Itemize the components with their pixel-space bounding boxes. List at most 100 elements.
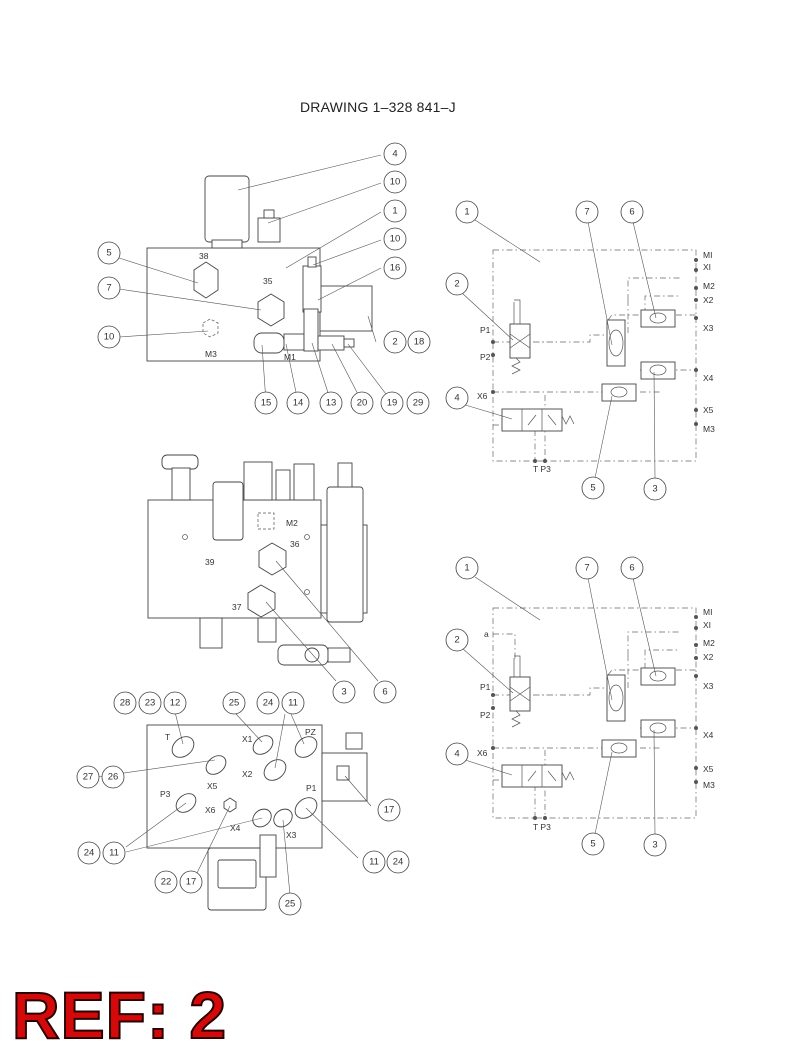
- svg-text:26: 26: [108, 772, 119, 783]
- port-label-t: T: [165, 732, 170, 742]
- svg-text:1: 1: [464, 563, 469, 574]
- valve-5-top: [601, 383, 637, 402]
- top-view-assembly: 38 35 M3 M1 4 10 1 10 16 5 7 10 2 18 15 …: [97, 142, 431, 415]
- callout-12: 12: [163, 691, 187, 715]
- svg-text:2: 2: [392, 337, 397, 348]
- fitting-stack-d: [293, 463, 315, 501]
- fitting-20: [317, 335, 345, 351]
- sch-top-x3: X3: [703, 323, 714, 333]
- sch-bot-p1: P1: [480, 682, 491, 692]
- coil-cap: [263, 209, 275, 219]
- sch-bot-callout-3: 3: [643, 833, 667, 857]
- svg-text:7: 7: [106, 283, 111, 294]
- valve-3-top: [640, 361, 676, 380]
- callout-25b: 25: [278, 892, 302, 916]
- svg-text:5: 5: [590, 483, 595, 494]
- port-fitting-17: [336, 765, 350, 781]
- coil-nut: [257, 217, 281, 243]
- sch-bot-x1: XI: [703, 620, 711, 630]
- port-label-39: 39: [205, 557, 215, 567]
- schematic-bottom-boundary: [492, 607, 697, 819]
- svg-text:7: 7: [584, 207, 589, 218]
- sch-bot-callout-5: 5: [581, 832, 605, 856]
- svg-text:10: 10: [390, 177, 401, 188]
- svg-text:3: 3: [652, 840, 657, 851]
- callout-29: 29: [406, 391, 430, 415]
- callout-11b: 11: [102, 841, 126, 865]
- solenoid-body-front: [326, 486, 364, 623]
- sch-bot-m3: M3: [703, 780, 715, 790]
- svg-text:5: 5: [106, 248, 111, 259]
- svg-text:3: 3: [341, 687, 346, 698]
- port-label-x5: X5: [207, 781, 218, 791]
- hex-plug-5: [193, 261, 219, 299]
- fitting-top-right: [337, 462, 353, 488]
- sch-top-x6: X6: [477, 391, 488, 401]
- sch-top-callout-6: 6: [620, 200, 644, 224]
- reference-label: REF: 2: [11, 978, 228, 1052]
- sch-bot-callout-1: 1: [455, 556, 479, 580]
- port-label-m2: M2: [286, 518, 298, 528]
- fitting-19: [343, 338, 355, 348]
- sch-bot-t-p3: T P3: [533, 822, 551, 832]
- sch-top-m1: MI: [703, 250, 712, 260]
- tube-16: [303, 308, 319, 352]
- sch-top-m2: M2: [703, 281, 715, 291]
- svg-text:11: 11: [288, 698, 298, 709]
- port-label-pz: PZ: [305, 727, 316, 737]
- sch-bot-callout-7: 7: [575, 556, 599, 580]
- svg-text:7: 7: [584, 563, 589, 574]
- callout-10a: 10: [383, 170, 407, 194]
- callout-17b: 17: [179, 870, 203, 894]
- valve-5-bottom: [601, 739, 637, 758]
- sch-top-callout-1: 1: [455, 200, 479, 224]
- sch-bot-x2: X2: [703, 652, 714, 662]
- sch-top-callout-5: 5: [581, 476, 605, 500]
- svg-text:17: 17: [186, 877, 197, 888]
- fitting-stack-b: [243, 461, 273, 501]
- lower-fitting-end: [327, 647, 351, 663]
- svg-text:18: 18: [414, 337, 425, 348]
- sch-bot-x4: X4: [703, 730, 714, 740]
- coil-base: [211, 239, 243, 249]
- callout-22: 22: [154, 870, 178, 894]
- callout-15: 15: [254, 391, 278, 415]
- sch-bot-x3: X3: [703, 681, 714, 691]
- solenoid-coil: [204, 175, 250, 243]
- bottom-view-assembly: T X1 PZ X5 X2 P3 P1 X6 X4 X3 28 23 12 25…: [76, 691, 410, 916]
- sch-bot-callout-4: 4: [445, 742, 469, 766]
- sch-top-x4: X4: [703, 373, 714, 383]
- hidden-port-m2: [257, 512, 275, 530]
- svg-text:2: 2: [454, 635, 459, 646]
- valve-7-bottom: [606, 674, 626, 722]
- callout-11c: 11: [362, 850, 386, 874]
- svg-text:12: 12: [170, 698, 181, 709]
- schematic-bottom: a P1 P2 X6 T P3 MI XI M2 X2 X3 X4 X5 M3 …: [445, 556, 715, 857]
- svg-text:13: 13: [326, 398, 337, 409]
- side-block-top: [319, 285, 373, 332]
- fitting-stack-c: [275, 469, 291, 501]
- sch-top-callout-3: 3: [643, 477, 667, 501]
- hex-plug-7: [257, 293, 285, 327]
- port-label-x4: X4: [230, 823, 241, 833]
- svg-text:6: 6: [629, 563, 634, 574]
- callout-24c: 24: [386, 850, 410, 874]
- svg-text:25: 25: [229, 698, 240, 709]
- svg-text:11: 11: [109, 848, 119, 859]
- sch-bot-p2: P2: [480, 710, 491, 720]
- sch-bot-m2: M2: [703, 638, 715, 648]
- svg-text:24: 24: [84, 848, 95, 859]
- callout-23: 23: [138, 691, 162, 715]
- callout-10b: 10: [383, 227, 407, 251]
- sch-top-p2: P2: [480, 352, 491, 362]
- callout-20: 20: [350, 391, 374, 415]
- sch-top-p1: P1: [480, 325, 491, 335]
- callout-14: 14: [286, 391, 310, 415]
- port-label-36: 36: [290, 539, 300, 549]
- mount-hole-b: [304, 534, 310, 540]
- svg-text:19: 19: [387, 398, 398, 409]
- valve-3-bottom: [640, 719, 676, 738]
- valve-6-bottom: [640, 667, 676, 686]
- coil-front: [212, 481, 244, 541]
